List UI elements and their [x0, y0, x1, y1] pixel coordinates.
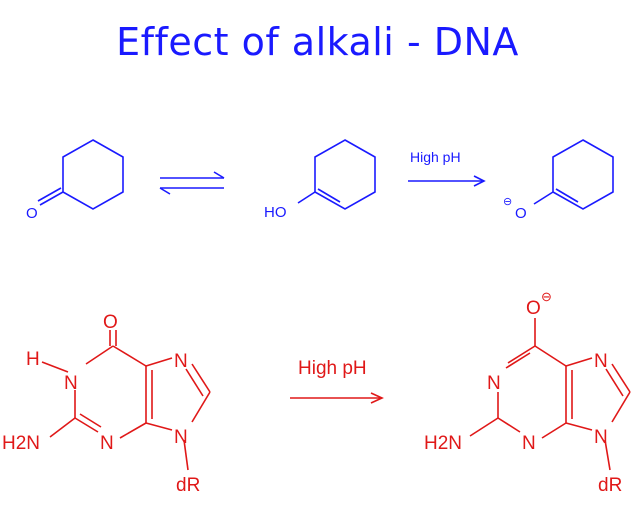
guanine-structure: [41, 330, 211, 471]
product-n9-label: N: [594, 427, 608, 448]
guanine-n9-label: N: [174, 427, 188, 448]
enolate-charge-label: ⊖: [503, 196, 512, 208]
top-arrow-label: High pH: [410, 149, 461, 165]
product-n7-label: N: [594, 351, 608, 372]
guanine-oxygen-label: O: [103, 312, 118, 333]
guanine-hydrogen-label: H: [26, 349, 40, 370]
product-amine-label: H2N: [424, 433, 462, 454]
equilibrium-arrows: [159, 171, 225, 195]
product-oxygen-label: O: [526, 298, 541, 319]
enol-oh-label: HO: [264, 204, 287, 221]
product-n3-label: N: [522, 433, 536, 454]
ketone-oxygen-label: O: [26, 205, 38, 222]
guanine-amine-label: H2N: [2, 433, 40, 454]
cyclohexanone-structure: [37, 139, 124, 210]
guanine-n1-label: N: [64, 373, 78, 394]
enolate-structure: [533, 139, 614, 210]
guanine-dr-label: dR: [176, 475, 200, 496]
guanine-n7-label: N: [174, 351, 188, 372]
product-charge-label: ⊖: [541, 289, 552, 304]
guanine-n3-label: N: [100, 433, 114, 454]
product-n1-label: N: [487, 373, 501, 394]
bottom-arrow-label: High pH: [298, 358, 367, 379]
top-reaction-arrow: [408, 175, 486, 187]
page-title: Effect of alkali - DNA: [116, 20, 519, 64]
product-dr-label: dR: [598, 475, 622, 496]
deprotonated-guanine-structure: [469, 318, 631, 471]
bottom-reaction-arrow: [290, 392, 384, 404]
enolate-oxygen-label: O: [515, 205, 527, 222]
enol-structure: [297, 139, 376, 210]
